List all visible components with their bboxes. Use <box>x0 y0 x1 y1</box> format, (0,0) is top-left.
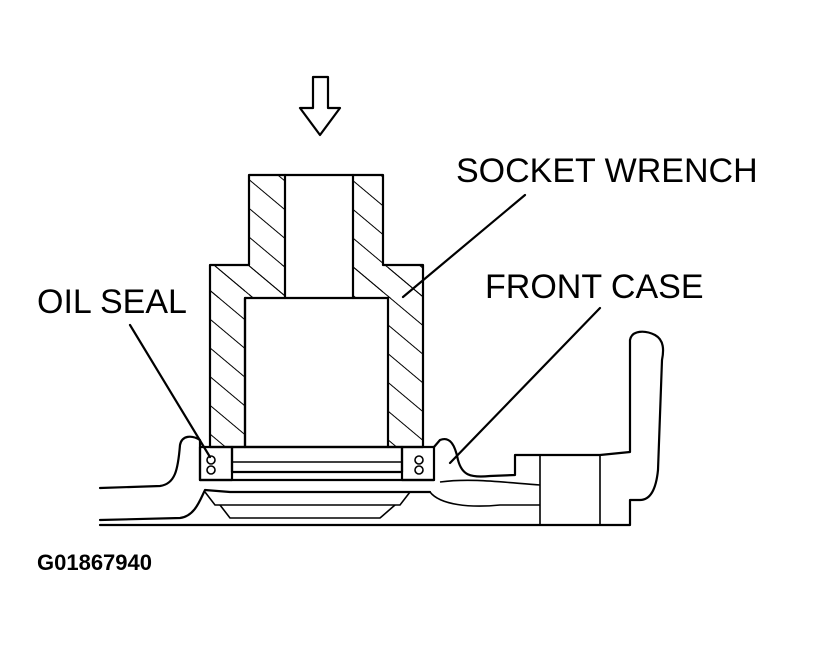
front-case-label: FRONT CASE <box>485 268 704 306</box>
down-arrow-icon <box>298 75 342 137</box>
socket-wrench-label: SOCKET WRENCH <box>456 152 758 190</box>
leader-lines <box>128 193 602 465</box>
front-case <box>98 330 665 527</box>
oil-seal-leader <box>128 323 212 459</box>
socket-wrench-leader <box>401 193 527 299</box>
front-case-leader <box>448 306 602 465</box>
figure-id: G01867940 <box>37 550 152 575</box>
oil-seal-label: OIL SEAL <box>37 283 187 321</box>
socket-wrench <box>208 173 425 449</box>
oil-seal <box>198 445 436 482</box>
